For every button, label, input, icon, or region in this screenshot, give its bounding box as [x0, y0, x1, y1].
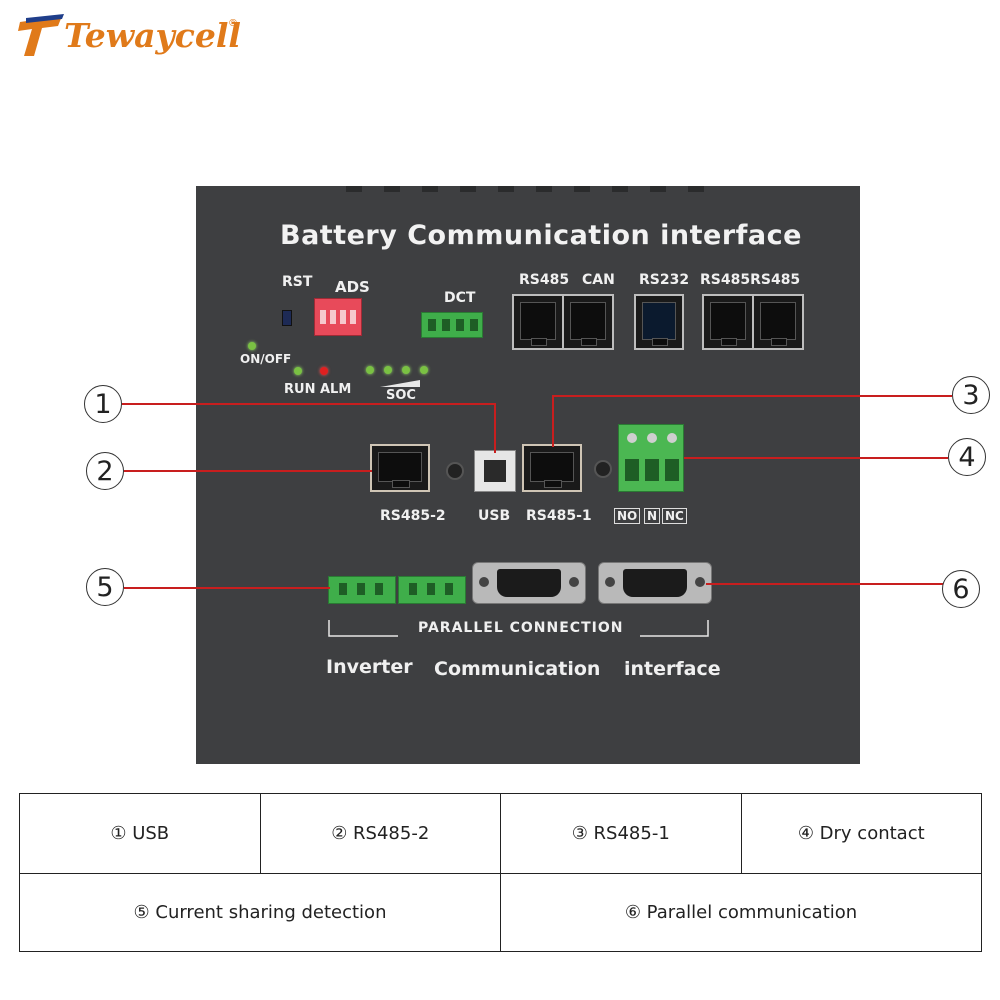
parallel-db15-port-b[interactable]	[598, 562, 712, 604]
can-label: CAN	[582, 272, 615, 288]
ads-label: ADS	[335, 278, 370, 296]
can-port[interactable]	[562, 294, 614, 350]
legend-cell-dry-contact: ④ Dry contact	[740, 793, 982, 874]
rs485-2-label: RS485-2	[380, 508, 446, 524]
soc-label: SOC	[386, 388, 416, 403]
dry-contact-terminal[interactable]	[618, 424, 684, 492]
leader-line-2	[124, 470, 372, 472]
rs485-2-port[interactable]	[370, 444, 430, 492]
vent-slot	[650, 186, 666, 192]
parallel-db15-port-a[interactable]	[472, 562, 586, 604]
usb-label: USB	[478, 508, 511, 524]
current-sharing-terminal-a[interactable]	[328, 576, 396, 604]
callout-2: 2	[86, 452, 124, 490]
leader-line-5	[124, 587, 330, 589]
run-led	[294, 367, 302, 375]
inverter-label: Inverter	[326, 656, 413, 678]
rs232-port[interactable]	[634, 294, 684, 350]
soc-led-4	[420, 366, 428, 374]
brand-logo: Tewaycell ®	[18, 14, 248, 58]
usb-port[interactable]	[474, 450, 516, 492]
legend-row: ⑤ Current sharing detection ⑥ Parallel c…	[19, 873, 982, 952]
legend-table: ① USB ② RS485-2 ③ RS485-1 ④ Dry contact …	[19, 793, 982, 952]
soc-led-1	[366, 366, 374, 374]
dct-label: DCT	[444, 290, 476, 306]
leader-line-6	[706, 583, 944, 585]
screw-icon	[594, 460, 612, 478]
callout-5: 5	[86, 568, 124, 606]
n-label: N	[644, 508, 661, 524]
vent-slot	[688, 186, 704, 192]
rs485-1-port[interactable]	[522, 444, 582, 492]
brand-name: Tewaycell	[64, 16, 241, 55]
run-alm-label: RUN ALM	[284, 382, 352, 397]
screw-icon	[446, 462, 464, 480]
on-off-label: ON/OFF	[240, 352, 292, 366]
leader-line-3-drop	[552, 395, 554, 447]
vent-slot	[574, 186, 590, 192]
soc-led-2	[384, 366, 392, 374]
vent-slot	[612, 186, 628, 192]
legend-row: ① USB ② RS485-2 ③ RS485-1 ④ Dry contact	[19, 793, 982, 874]
nc-label: NC	[662, 508, 687, 524]
communication-label: Communication	[434, 658, 601, 680]
parallel-bracket	[328, 620, 709, 637]
callout-1: 1	[84, 385, 122, 423]
rs485-top-port[interactable]	[512, 294, 564, 350]
parallel-connection-label: PARALLEL CONNECTION	[418, 620, 624, 636]
legend-cell-usb: ① USB	[19, 793, 261, 874]
rs485-port-b[interactable]	[752, 294, 804, 350]
vent-slot	[498, 186, 514, 192]
callout-6: 6	[942, 570, 980, 608]
legend-cell-parallel-communication: ⑥ Parallel communication	[500, 873, 982, 952]
current-sharing-terminal-b[interactable]	[398, 576, 466, 604]
leader-line-1-drop	[494, 403, 496, 453]
registered-mark: ®	[228, 18, 238, 29]
ads-dip-switch[interactable]	[314, 298, 362, 336]
vent-slot	[384, 186, 400, 192]
callout-3: 3	[952, 376, 990, 414]
rst-label: RST	[282, 274, 313, 290]
callout-4: 4	[948, 438, 986, 476]
vent-slot	[422, 186, 438, 192]
soc-wedge-icon	[380, 380, 420, 387]
legend-cell-rs485-2: ② RS485-2	[259, 793, 501, 874]
on-off-led	[248, 342, 256, 350]
rs485-1-label: RS485-1	[526, 508, 592, 524]
leader-line-4	[684, 457, 948, 459]
vent-slot	[346, 186, 362, 192]
leader-line-3	[552, 395, 952, 397]
vent-slot	[460, 186, 476, 192]
panel-title: Battery Communication interface	[280, 220, 802, 251]
legend-cell-rs485-1: ③ RS485-1	[500, 793, 742, 874]
soc-led-3	[402, 366, 410, 374]
no-label: NO	[614, 508, 641, 524]
rs485-top-label: RS485	[519, 272, 570, 288]
alarm-led	[320, 367, 328, 375]
interface-label: interface	[624, 658, 721, 680]
rs485-pair-label: RS485RS485	[700, 272, 801, 288]
legend-cell-current-sharing: ⑤ Current sharing detection	[19, 873, 501, 952]
rs485-port-a[interactable]	[702, 294, 754, 350]
logo-mark-icon	[18, 14, 64, 56]
vent-slot	[536, 186, 552, 192]
reset-button[interactable]	[282, 310, 292, 326]
leader-line-1	[122, 403, 496, 405]
dct-terminal-block[interactable]	[421, 312, 483, 338]
rs232-label: RS232	[639, 272, 690, 288]
